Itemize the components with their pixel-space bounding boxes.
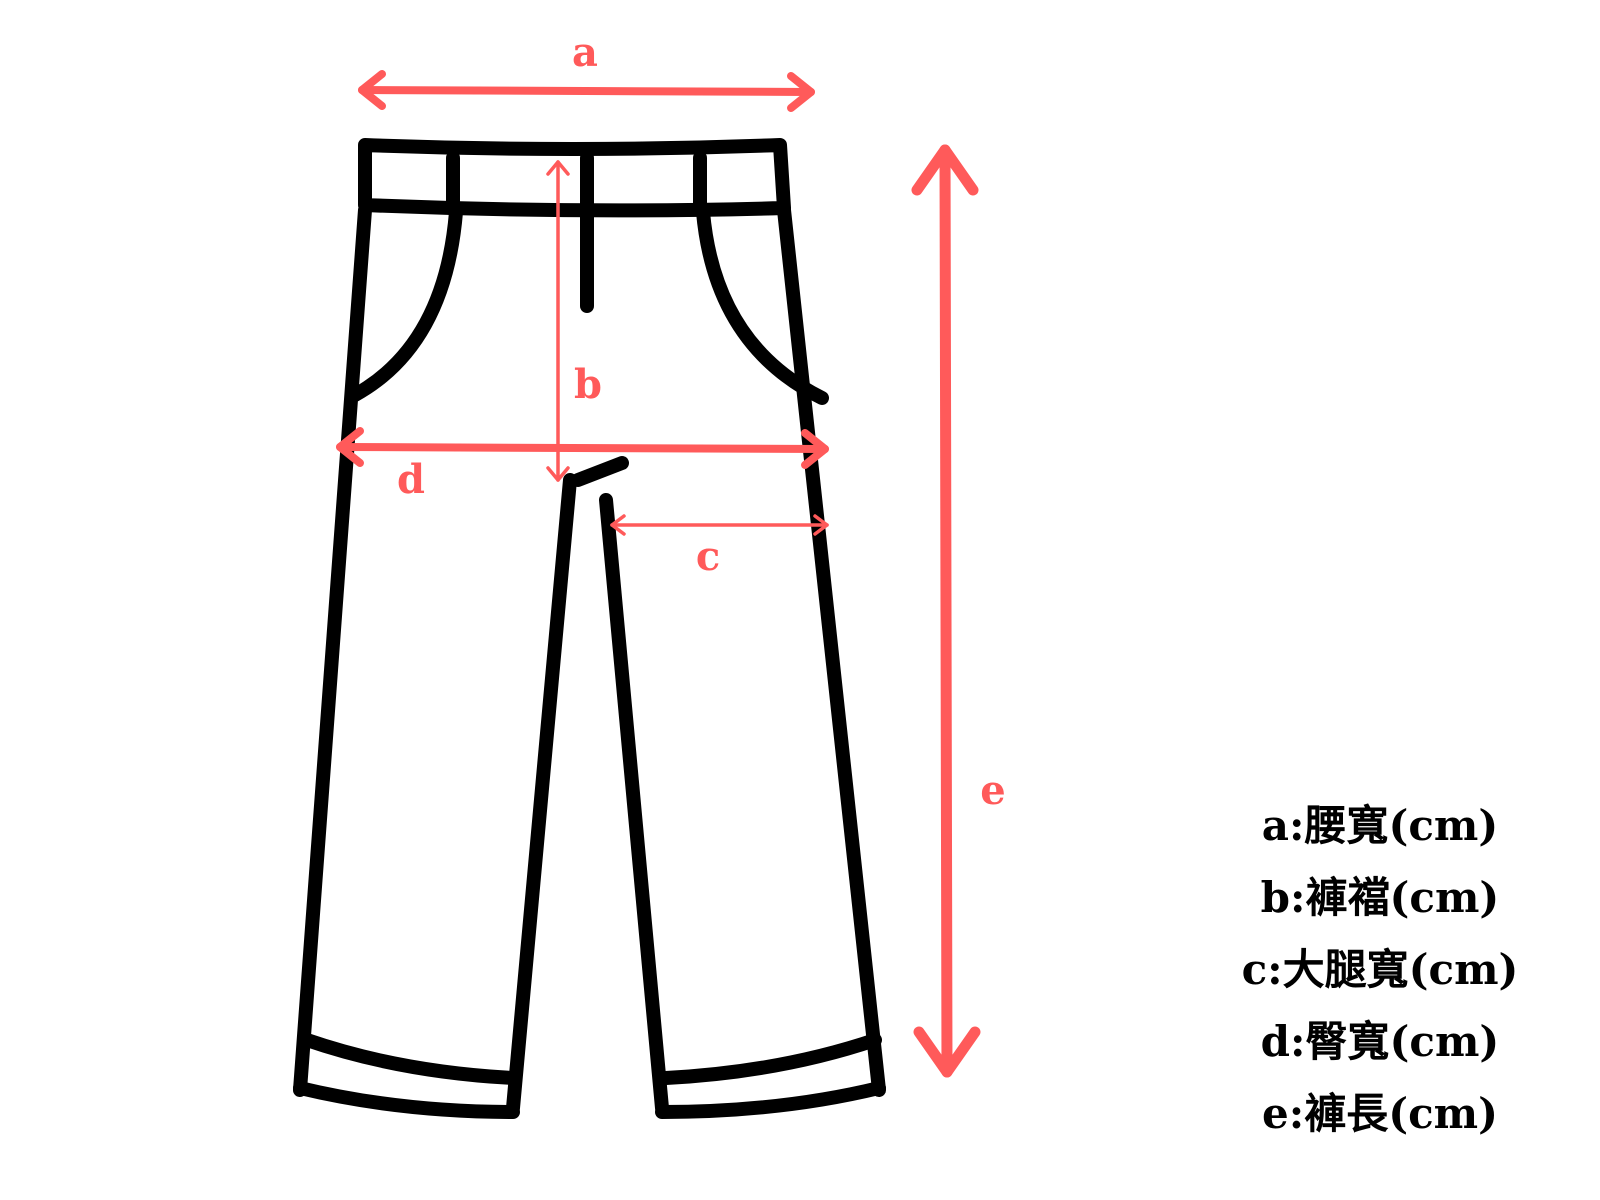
dimension-label-a: a [572, 29, 598, 76]
left-pocket [348, 205, 463, 402]
right-outer-seam [777, 203, 886, 1097]
rise-arrow [546, 160, 570, 482]
left-cuff-bottom [293, 1081, 520, 1119]
legend-item-length: e:褲長(cm) [1262, 1089, 1498, 1138]
right-cuff-bottom [655, 1081, 886, 1119]
waistband [358, 138, 791, 218]
hip-width-arrow [336, 427, 829, 469]
legend-item-hip: d:臀寬(cm) [1260, 1017, 1500, 1066]
dimension-label-c: c [696, 533, 720, 580]
legend-item-rise: b:褲襠(cm) [1260, 873, 1500, 922]
trousers-outline-icon [293, 138, 886, 1119]
legend-item-thigh: c:大腿寬(cm) [1241, 945, 1519, 994]
dimension-label-b: b [574, 361, 602, 408]
right-pocket [696, 205, 829, 405]
waist-width-arrow [358, 70, 815, 112]
length-arrow [911, 144, 981, 1078]
right-cuff-top [659, 1033, 882, 1085]
thigh-width-arrow [610, 514, 829, 536]
dimension-label-d: d [397, 456, 425, 503]
measurement-legend: a:腰寬(cm) b:褲襠(cm) c:大腿寬(cm) d:臀寬(cm) e:褲… [1190, 790, 1570, 1150]
dimension-label-e: e [980, 767, 1005, 814]
right-inseam [599, 493, 669, 1115]
left-cuff-top [300, 1033, 520, 1085]
legend-item-waist: a:腰寬(cm) [1261, 801, 1499, 850]
left-inseam [506, 473, 577, 1115]
left-outer-seam [293, 203, 372, 1097]
crotch-seam [571, 456, 629, 487]
